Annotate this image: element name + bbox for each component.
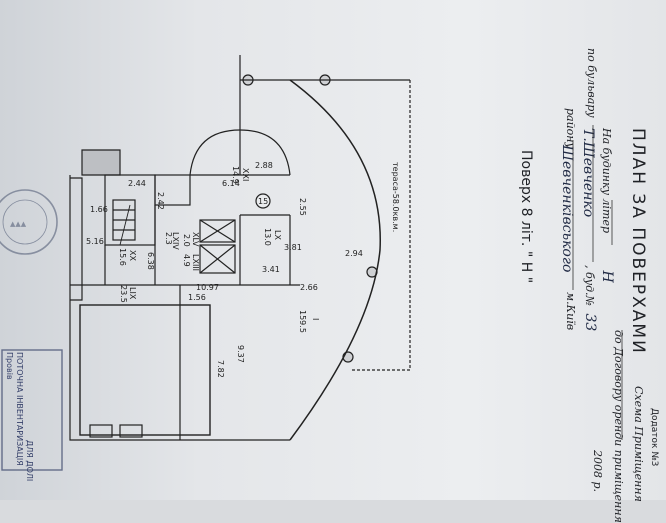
dim-9-37: 9.37 (236, 345, 245, 363)
room-lix-id: LIX (128, 287, 137, 300)
svg-text:▲▲▲: ▲▲▲ (10, 220, 27, 228)
dim-2-42: 2.42 (156, 192, 165, 210)
dim-1-66: 1.66 (90, 205, 108, 214)
room-xx-id: XX (128, 250, 137, 261)
dim-6-38: 6.38 (146, 252, 155, 270)
stamp-text-2: ДЛЯ ДОЛІ (25, 440, 34, 482)
room-xlv-area: 2.0 (182, 234, 191, 247)
room-lix-area: 23.5 (119, 285, 128, 303)
dim-3-41: 3.41 (262, 265, 280, 274)
floor-plan: I 159.5 LX 13.0 XXI 14.9 XX 15.6 LIX 23.… (69, 55, 411, 441)
dim-2-44: 2.44 (128, 179, 146, 188)
stamps: ▲▲▲ (0, 189, 63, 471)
room-xlv-id: XLV (191, 232, 200, 247)
stamp-text-1: ПОТОЧНА ІНВЕНТАРИЗАЦІЯ (15, 352, 24, 466)
room-xx-area: 15.6 (118, 248, 127, 266)
room-lx-area: 13.0 (263, 228, 272, 246)
room-xxi-area: 14.9 (231, 166, 240, 184)
room-i-id: I (311, 318, 320, 320)
room-lxiii-id: LXIII (191, 254, 200, 271)
dim-3-81: 3.81 (284, 243, 302, 252)
dim-5-16: 5.16 (86, 237, 104, 246)
room-labels: I 159.5 LX 13.0 XXI 14.9 XX 15.6 LIX 23.… (118, 166, 320, 333)
dim-7-82: 7.82 (216, 360, 225, 378)
rect-stamp-icon (1, 349, 63, 471)
room-xxi-id: XXI (241, 168, 250, 181)
round-stamp-icon: ▲▲▲ (0, 189, 58, 255)
dim-2-94: 2.94 (345, 249, 363, 258)
terrace-label: тераса-58.0кв.м. (391, 162, 400, 232)
dim-2-55: 2.55 (298, 198, 307, 216)
room-i-area: 159.5 (298, 310, 307, 333)
room-lx-id: LX (273, 230, 282, 240)
stamp-text-3: Провів (5, 352, 14, 380)
room-marker-15: 15 (258, 197, 268, 206)
dim-1-56: 1.56 (188, 293, 206, 302)
room-lxiii-area: 4.9 (182, 254, 191, 267)
room-lxiv-id: LXIV (171, 232, 180, 250)
dim-6-14: 6.14 (222, 179, 240, 188)
dim-2-88: 2.88 (255, 161, 273, 170)
room-lxiv-area: 2.3 (164, 232, 173, 245)
plan-walls (69, 55, 411, 441)
form-rules (572, 125, 623, 440)
dimension-labels: 2.88 6.14 2.44 2.42 2.55 1.66 5.16 6.38 … (86, 161, 363, 378)
dim-2-66: 2.66 (300, 283, 318, 292)
dim-10-97: 10.97 (196, 283, 219, 292)
